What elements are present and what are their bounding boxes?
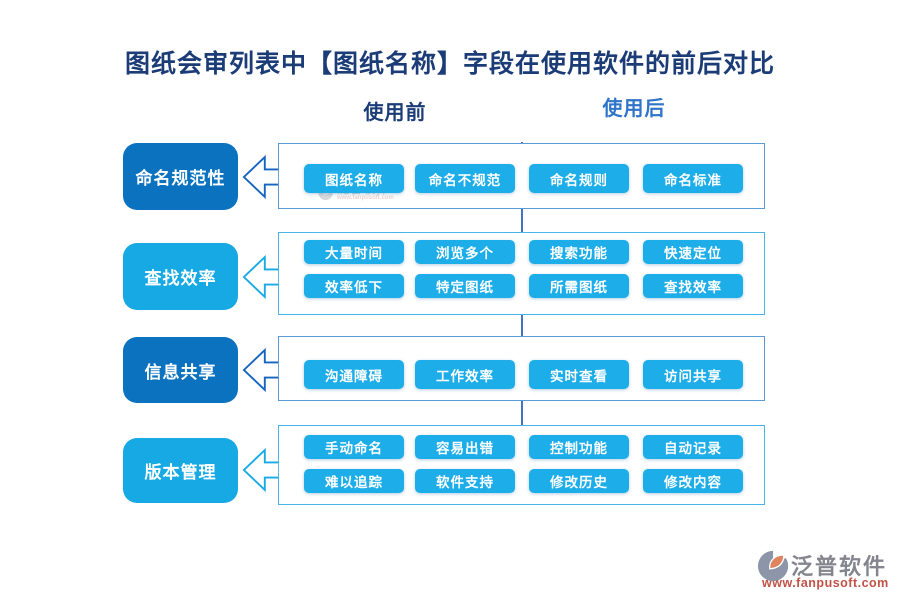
brand-name: 泛普软件	[791, 554, 888, 579]
category-label-naming-standard: 命名规范性	[123, 143, 238, 210]
pill: 控制功能	[529, 435, 629, 459]
pill: 修改历史	[529, 469, 629, 493]
pill: 访问共享	[643, 360, 743, 389]
column-divider-line	[521, 142, 523, 505]
pill: 快速定位	[643, 240, 743, 264]
pill: 容易出错	[415, 435, 515, 459]
pill: 命名标准	[643, 164, 743, 193]
pill: 命名规则	[529, 164, 629, 193]
pill: 手动命名	[304, 435, 404, 459]
pill-group-before-naming-standard: 图纸名称命名不规范	[304, 164, 515, 193]
left-arrow-icon	[242, 154, 279, 200]
column-header-before: 使用前	[363, 102, 427, 124]
left-arrow-icon	[242, 447, 279, 493]
category-label-version-management: 版本管理	[123, 438, 238, 503]
pill: 搜索功能	[529, 240, 629, 264]
pill-group-after-naming-standard: 命名规则命名标准	[529, 164, 743, 193]
pill-group-after-info-sharing: 实时查看访问共享	[529, 360, 743, 389]
pill-group-after-version-management: 控制功能自动记录修改历史修改内容	[529, 435, 743, 493]
pill-group-before-info-sharing: 沟通障碍工作效率	[304, 360, 515, 389]
pill-group-before-version-management: 手动命名容易出错难以追踪软件支持	[304, 435, 515, 493]
pill: 大量时间	[304, 240, 404, 264]
pill: 图纸名称	[304, 164, 404, 193]
fanpu-logo-icon	[757, 549, 790, 582]
pill: 难以追踪	[304, 469, 404, 493]
left-arrow-icon	[242, 254, 279, 300]
pill: 软件支持	[415, 469, 515, 493]
page-title: 图纸会审列表中【图纸名称】字段在使用软件的前后对比	[124, 50, 775, 78]
pill: 特定图纸	[415, 274, 515, 298]
pill: 查找效率	[643, 274, 743, 298]
pill: 命名不规范	[415, 164, 515, 193]
category-label-search-efficiency: 查找效率	[123, 243, 238, 310]
pill: 自动记录	[643, 435, 743, 459]
pill: 修改内容	[643, 469, 743, 493]
category-label-info-sharing: 信息共享	[123, 337, 238, 403]
pill: 浏览多个	[415, 240, 515, 264]
pill: 沟通障碍	[304, 360, 404, 389]
pill: 实时查看	[529, 360, 629, 389]
pill: 所需图纸	[529, 274, 629, 298]
left-arrow-icon	[242, 347, 279, 393]
pill-group-before-search-efficiency: 大量时间浏览多个效率低下特定图纸	[304, 240, 515, 298]
pill: 工作效率	[415, 360, 515, 389]
column-header-after: 使用后	[602, 98, 666, 120]
pill: 效率低下	[304, 274, 404, 298]
brand-url: www.fanpusoft.com	[762, 576, 889, 590]
pill-group-after-search-efficiency: 搜索功能快速定位所需图纸查找效率	[529, 240, 743, 298]
